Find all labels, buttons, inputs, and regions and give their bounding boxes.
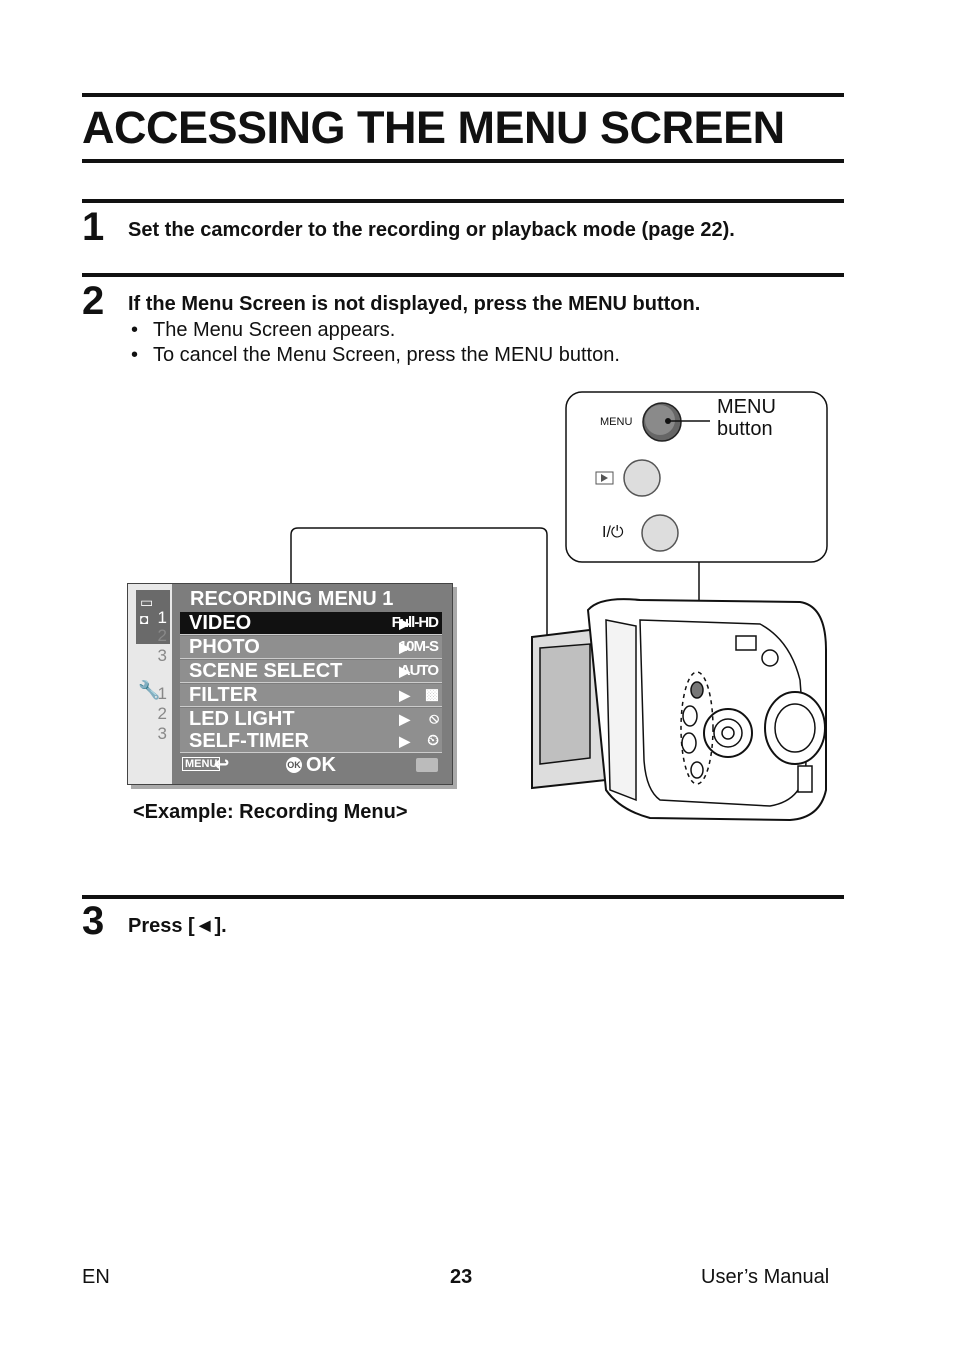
setup-tab-3: 3 bbox=[157, 724, 167, 743]
title-bottom-rule bbox=[82, 159, 844, 163]
menu-button-label: MENU button bbox=[717, 396, 776, 440]
menu-row-video[interactable]: VIDEO▶Full-HD bbox=[180, 612, 442, 635]
step-1-text: Set the camcorder to the recording or pl… bbox=[128, 219, 735, 241]
arrow-right-icon: ▶ bbox=[399, 639, 410, 655]
figure-caption: <Example: Recording Menu> bbox=[133, 801, 408, 823]
menu-row-scene-select[interactable]: SCENE SELECT▶AUTO bbox=[180, 660, 442, 683]
arrow-right-icon: ▶ bbox=[399, 711, 410, 727]
power-label: I/⏻ bbox=[602, 524, 624, 541]
menu-row-led-light[interactable]: LED LIGHT▶⦸ bbox=[180, 708, 442, 731]
battery-icon bbox=[416, 758, 438, 772]
camcorder-illustration bbox=[290, 391, 828, 822]
step-2-rule bbox=[82, 273, 844, 277]
step-3-text: Press [◄]. bbox=[128, 915, 227, 937]
footer-language: EN bbox=[82, 1266, 110, 1288]
title-top-rule bbox=[82, 93, 844, 97]
record-tab-2: 2 bbox=[157, 626, 167, 645]
menu-row-photo[interactable]: PHOTO▶10M-S bbox=[180, 636, 442, 659]
record-tab-3: 3 bbox=[157, 646, 167, 665]
video-icon bbox=[136, 590, 170, 644]
arrow-right-icon: ▶ bbox=[399, 615, 410, 631]
page-title: ACCESSING THE MENU SCREEN bbox=[82, 102, 785, 153]
step-2-bullet-2: •To cancel the Menu Screen, press the ME… bbox=[131, 344, 620, 366]
menu-footer: MENU ↩ OK OK bbox=[180, 754, 442, 778]
step-2-bullet-1: •The Menu Screen appears. bbox=[131, 319, 396, 341]
step-3-rule bbox=[82, 895, 844, 899]
return-icon: ↩ bbox=[214, 754, 230, 774]
step-2-number: 2 bbox=[82, 279, 105, 323]
step-1-number: 1 bbox=[82, 205, 105, 249]
setup-tab-2: 2 bbox=[157, 704, 167, 723]
menu-title: RECORDING MENU 1 bbox=[190, 588, 394, 610]
ok-label: OK bbox=[306, 754, 336, 776]
menu-screen: ▭◘ 1 2 3 🔧 1 2 3 RECORDING MENU 1 VIDEO▶… bbox=[127, 583, 453, 785]
step-2-text: If the Menu Screen is not displayed, pre… bbox=[128, 293, 701, 315]
menu-row-self-timer[interactable]: SELF-TIMER▶⏲ bbox=[180, 730, 442, 753]
wrench-icon: 🔧 bbox=[138, 680, 161, 700]
step-3-number: 3 bbox=[82, 899, 105, 943]
arrow-right-icon: ▶ bbox=[399, 687, 410, 703]
setup-tab-1: 1 bbox=[157, 684, 167, 703]
arrow-right-icon: ▶ bbox=[399, 733, 410, 749]
menu-row-filter[interactable]: FILTER▶▩ bbox=[180, 684, 442, 707]
ok-badge-icon: OK bbox=[286, 757, 302, 773]
camera-icon: ▭◘ bbox=[140, 594, 154, 627]
arrow-right-icon: ▶ bbox=[399, 663, 410, 679]
footer-page-number: 23 bbox=[450, 1266, 473, 1288]
record-tab-1: 1 bbox=[157, 608, 167, 627]
step-1-rule bbox=[82, 199, 844, 203]
footer-manual-title: User’s Manual bbox=[701, 1266, 830, 1288]
menu-badge: MENU bbox=[182, 757, 221, 771]
menu-side-tabs: ▭◘ 1 2 3 🔧 1 2 3 bbox=[128, 584, 172, 784]
menu-button-small-label: MENU bbox=[600, 416, 633, 428]
